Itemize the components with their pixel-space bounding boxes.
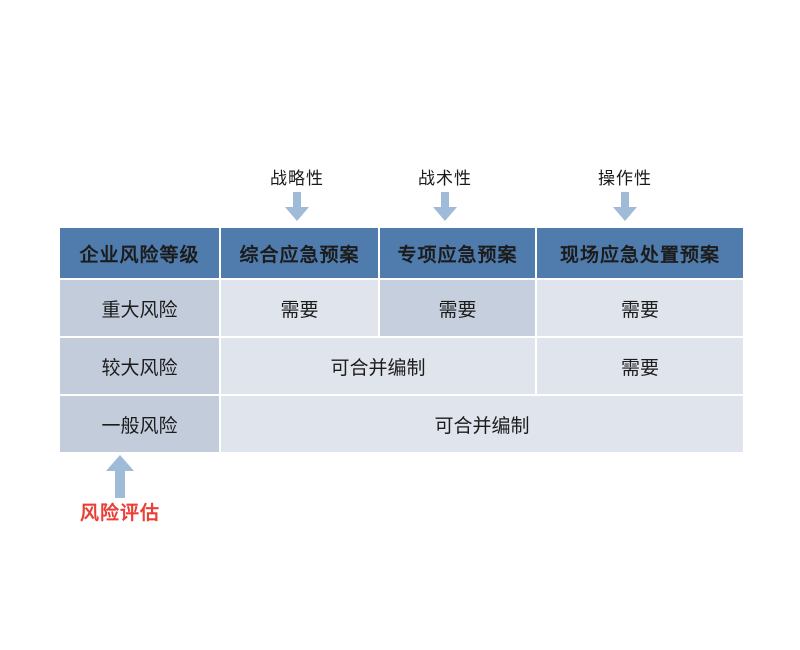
arrow-down-icon-strategic <box>284 192 310 227</box>
row-header-relatively-major-risk: 较大风险 <box>60 338 219 394</box>
arrow-down-icon-operational <box>612 192 638 227</box>
cell-major-special: 需要 <box>380 280 535 336</box>
arrow-down-icon-tactical <box>432 192 458 227</box>
arrow-up-icon-risk-assessment <box>105 455 135 504</box>
cell-general-merged-plan: 可合并编制 <box>221 396 743 452</box>
annotation-label-strategic: 战略性 <box>270 169 324 188</box>
table-row: 重大风险 需要 需要 需要 <box>60 280 743 336</box>
caption-risk-assessment: 风险评估 <box>79 503 161 524</box>
column-header-onsite-plan: 现场应急处置预案 <box>537 228 743 278</box>
cell-major-onsite: 需要 <box>537 280 743 336</box>
risk-emergency-plan-matrix: 企业风险等级 综合应急预案 专项应急预案 现场应急处置预案 重大风险 需要 需要… <box>58 226 745 454</box>
table-header-row: 企业风险等级 综合应急预案 专项应急预案 现场应急处置预案 <box>60 228 743 278</box>
column-header-risk-level: 企业风险等级 <box>60 228 219 278</box>
cell-major-comprehensive: 需要 <box>221 280 378 336</box>
column-header-special-plan: 专项应急预案 <box>380 228 535 278</box>
row-header-general-risk: 一般风险 <box>60 396 219 452</box>
column-header-comprehensive-plan: 综合应急预案 <box>221 228 378 278</box>
cell-relmajor-merged-plan: 可合并编制 <box>221 338 535 394</box>
table-row: 一般风险 可合并编制 <box>60 396 743 452</box>
annotation-label-tactical: 战术性 <box>418 169 472 188</box>
cell-relmajor-onsite: 需要 <box>537 338 743 394</box>
annotation-label-operational: 操作性 <box>598 169 652 188</box>
table-row: 较大风险 可合并编制 需要 <box>60 338 743 394</box>
row-header-major-risk: 重大风险 <box>60 280 219 336</box>
